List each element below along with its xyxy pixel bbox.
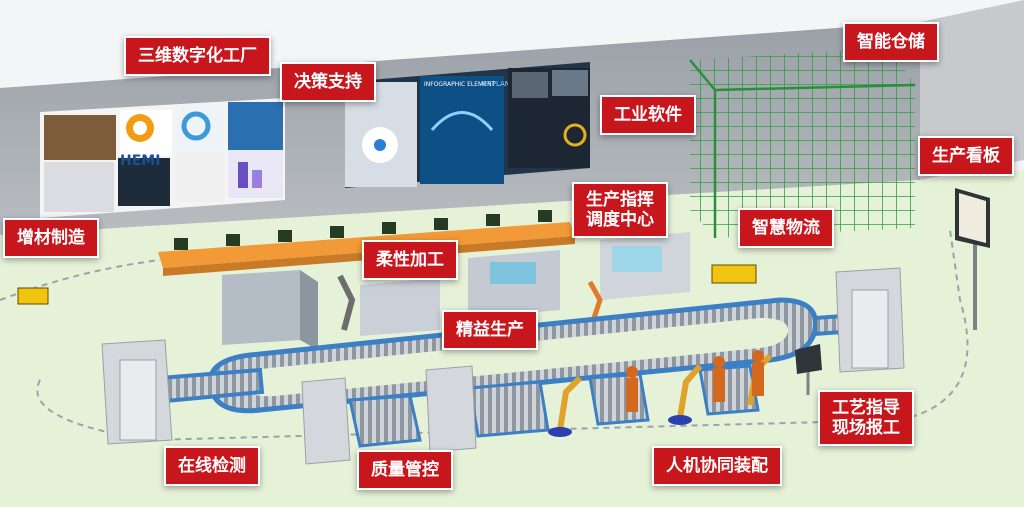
label-lean-production: 精益生产: [442, 310, 538, 350]
production-board-kiosk: [955, 188, 990, 330]
workers: [626, 350, 764, 412]
wall-logo-text: HEMI: [120, 153, 160, 169]
label-flexible-machining: 柔性加工: [362, 240, 458, 280]
label-smart-logistics: 智慧物流: [738, 208, 834, 248]
label-human-robot-assembly: 人机协同装配: [652, 446, 782, 486]
infographic-subtitle: AIRPLANE: [480, 80, 514, 88]
label-command-center: 生产指挥 调度中心: [572, 182, 668, 238]
label-digital-factory: 三维数字化工厂: [124, 36, 271, 76]
inspection-arches: [101, 267, 905, 465]
flexible-machining-cells: [222, 232, 690, 350]
label-production-board: 生产看板: [918, 136, 1014, 176]
process-terminal: [795, 344, 822, 395]
right-wall: [920, 0, 1024, 180]
additive-printer: [17, 287, 49, 305]
warehouse-rack: [689, 48, 916, 238]
label-industrial-software: 工业软件: [600, 95, 696, 135]
label-command-center-line1: 生产指挥: [586, 190, 654, 210]
infographic-title: INFOGRAPHIC ELEMENT: [424, 81, 495, 88]
label-process-guidance: 工艺指导 现场报工: [818, 390, 914, 446]
agv-cart: [711, 264, 757, 284]
label-smart-warehouse: 智能仓储: [843, 22, 939, 62]
wall-screen-left: HEMI: [40, 98, 285, 218]
label-process-guidance-line2: 现场报工: [832, 418, 900, 438]
label-command-center-line2: 调度中心: [586, 210, 654, 230]
label-online-inspection: 在线检测: [164, 446, 260, 486]
label-decision-support: 决策支持: [280, 62, 376, 102]
wall-screen-middle: INFOGRAPHIC ELEMENT AIRPLANE: [345, 62, 590, 188]
label-additive-manufacturing: 增材制造: [3, 218, 99, 258]
label-quality-control: 质量管控: [357, 450, 453, 490]
label-process-guidance-line1: 工艺指导: [832, 398, 900, 418]
